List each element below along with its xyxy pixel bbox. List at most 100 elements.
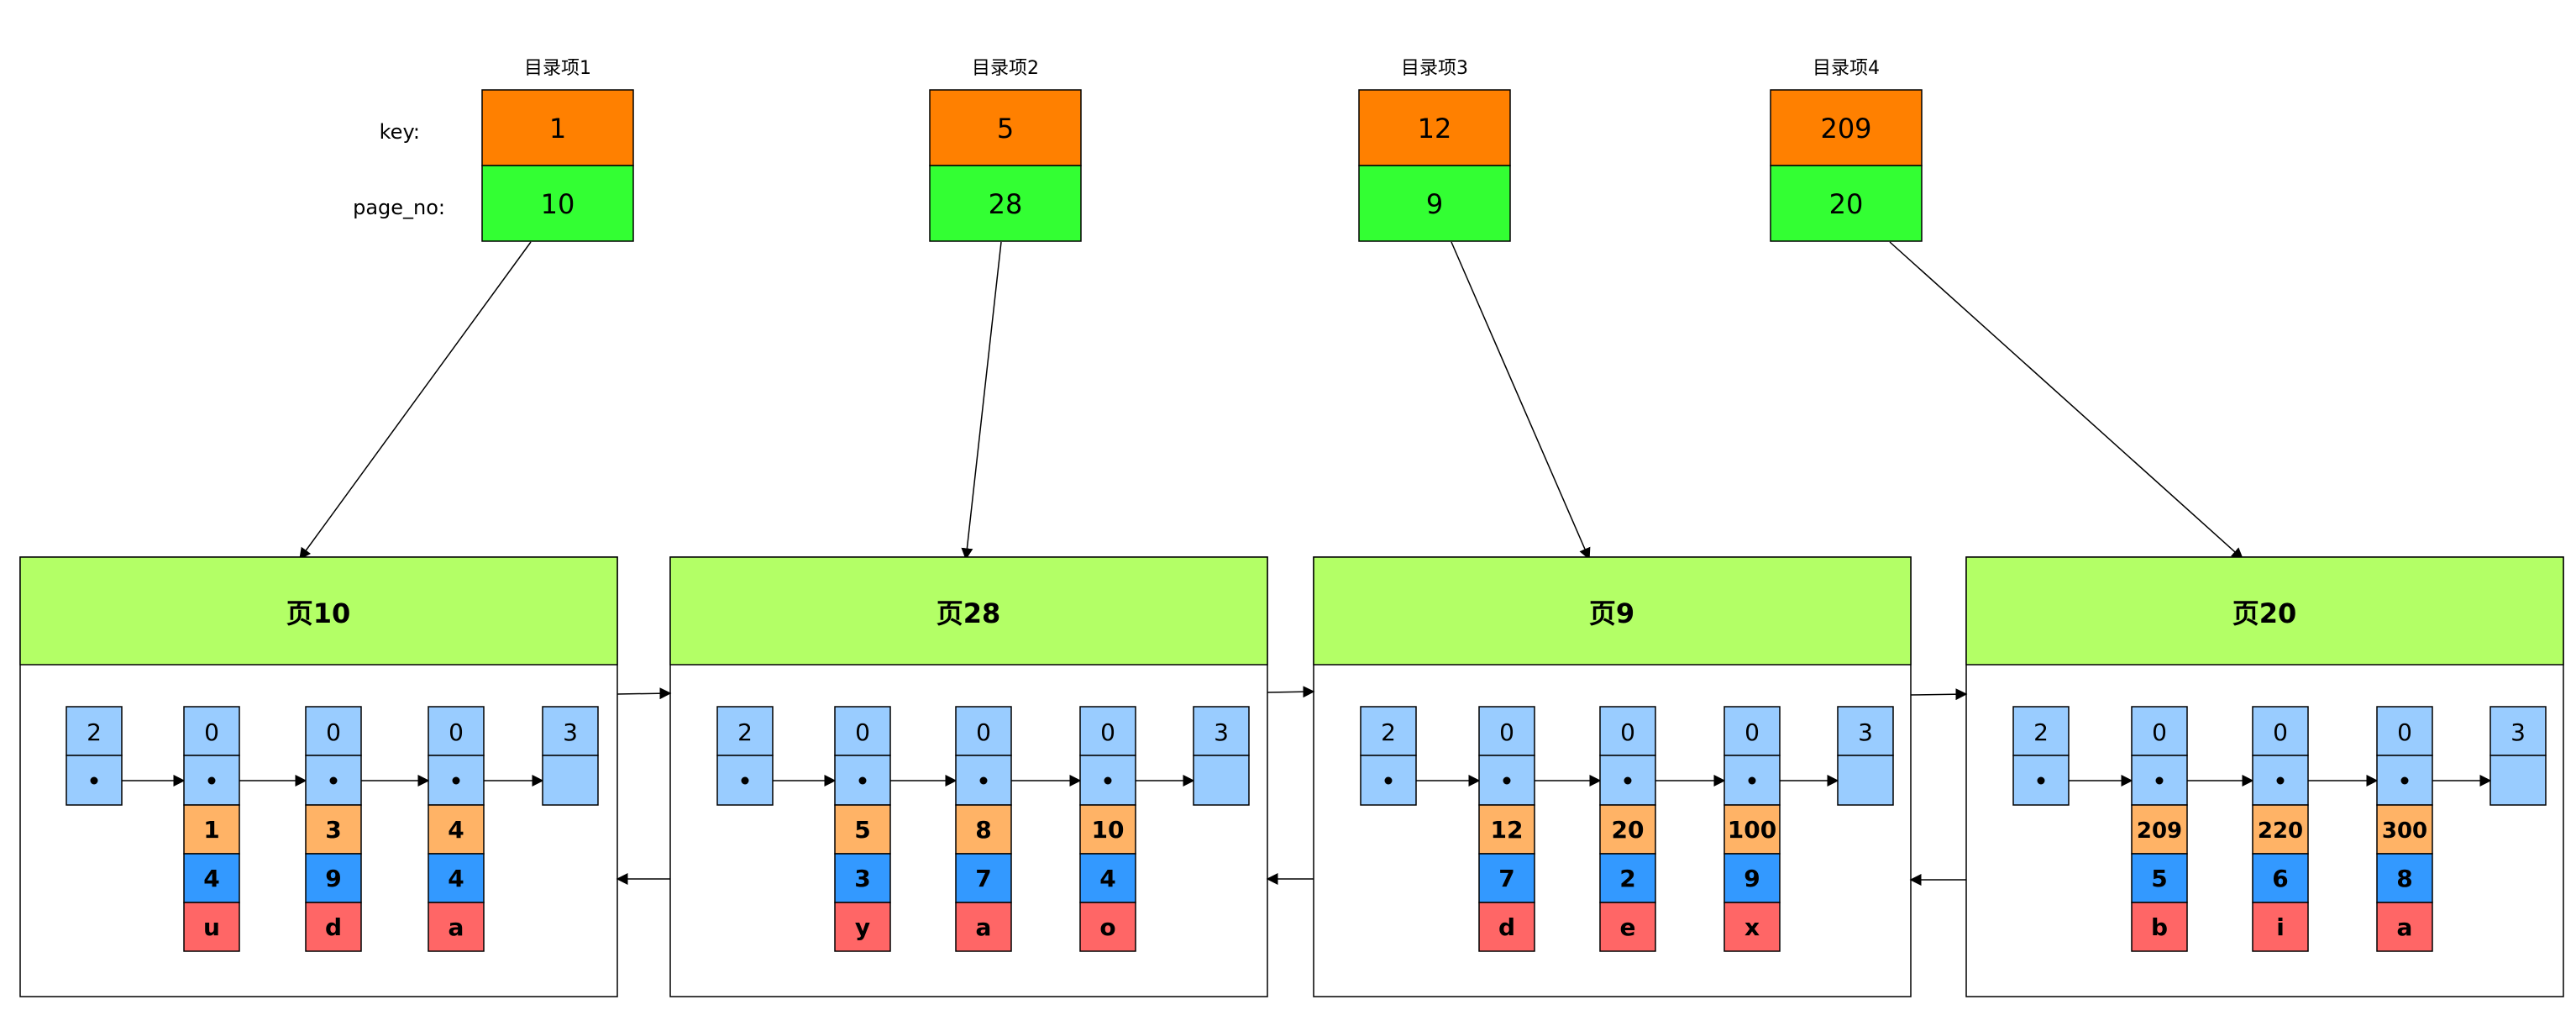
record-col2-value: 7 [975, 865, 991, 892]
record-col3-value: o [1099, 913, 1115, 941]
n-owned-cell [1079, 706, 1136, 756]
record-key-cell [1723, 804, 1781, 855]
n-owned-value: 0 [1620, 718, 1635, 746]
record-key-value: 100 [1728, 816, 1776, 844]
key-cell [481, 89, 634, 166]
n-owned-cell [1723, 706, 1781, 756]
record-col2-cell [428, 853, 485, 903]
record-col2-cell [1478, 853, 1535, 903]
supremum-bottom-cell [1837, 755, 1894, 806]
record-col3-cell [2252, 902, 2309, 952]
key-row-label: key: [380, 120, 420, 144]
record-key-value: 1 [203, 816, 219, 844]
n-owned-value: 0 [976, 718, 991, 746]
record-col3-value: u [203, 913, 220, 941]
n-owned-value: 0 [855, 718, 870, 746]
record-col2-cell [1723, 853, 1781, 903]
page-no-value: 9 [1426, 188, 1443, 220]
page-title: 页9 [1589, 597, 1634, 629]
pointer-arrow-entry3 [1451, 241, 1591, 560]
pointer-dot [2400, 776, 2409, 785]
page-title: 页20 [2232, 597, 2297, 629]
pointer-dot [207, 776, 216, 785]
pointer-dot [1624, 776, 1632, 785]
n-owned-cell [955, 706, 1012, 756]
infimum-value: 2 [2033, 718, 2049, 746]
n-owned-cell [305, 706, 362, 756]
page-no-cell [481, 165, 634, 242]
record-col2-value: 4 [1099, 865, 1115, 892]
pointer-dot [1503, 776, 1511, 785]
record-col2-value: 5 [2151, 865, 2167, 892]
record-col2-value: 7 [1498, 865, 1514, 892]
record-col3-value: a [449, 913, 464, 941]
infimum-top-cell [2012, 706, 2070, 756]
directory-entry-title: 目录项1 [524, 58, 591, 79]
n-owned-cell [2376, 706, 2433, 756]
record-col3-cell [428, 902, 485, 952]
pointer-dot [858, 776, 867, 785]
page-no-value: 28 [989, 188, 1023, 220]
n-owned-value: 0 [2152, 718, 2167, 746]
record-key-cell [1079, 804, 1136, 855]
infimum-value: 2 [737, 718, 753, 746]
supremum-value: 3 [2510, 718, 2526, 746]
record-col3-cell [1599, 902, 1656, 952]
record-col3-cell [1079, 902, 1136, 952]
record-key-cell [428, 804, 485, 855]
pointer-dot [1748, 776, 1756, 785]
directory-entry: 目录项3 12 9 [1358, 58, 1511, 242]
record-key-cell [2252, 804, 2309, 855]
n-owned-value: 0 [204, 718, 219, 746]
record-key-cell [2131, 804, 2188, 855]
record-col3-value: d [1498, 913, 1515, 941]
directory-entry: 目录项2 5 28 [929, 58, 1082, 242]
page-header [669, 556, 1268, 666]
pointer-dot [1384, 776, 1393, 785]
record-col3-cell [183, 902, 240, 952]
key-value: 12 [1418, 113, 1452, 145]
record-col2-value: 4 [203, 865, 219, 892]
record-key-value: 20 [1612, 816, 1645, 844]
record-col2-cell [2131, 853, 2188, 903]
key-value: 209 [1820, 113, 1871, 145]
n-owned-cell [2131, 706, 2188, 756]
directory-entry-title: 目录项4 [1813, 58, 1880, 79]
key-cell [929, 89, 1082, 166]
infimum-value: 2 [1381, 718, 1396, 746]
pointer-dot [90, 776, 98, 785]
infimum-top-cell [66, 706, 123, 756]
record-col2-cell [1079, 853, 1136, 903]
infimum-top-cell [1360, 706, 1417, 756]
directory-entry-title: 目录项3 [1401, 58, 1468, 79]
record-col3-value: a [2397, 913, 2413, 941]
record-key-cell [955, 804, 1012, 855]
record-col2-cell [183, 853, 240, 903]
record-col2-value: 8 [2396, 865, 2412, 892]
supremum-top-cell [2489, 706, 2547, 756]
n-owned-value: 0 [1499, 718, 1514, 746]
supremum-value: 3 [563, 718, 578, 746]
record-key-value: 5 [854, 816, 870, 844]
pointer-dot [979, 776, 988, 785]
page-header [1313, 556, 1912, 666]
n-owned-value: 0 [2397, 718, 2412, 746]
page-no-cell [1358, 165, 1511, 242]
supremum-value: 3 [1858, 718, 1873, 746]
record-key-value: 10 [1092, 816, 1125, 844]
supremum-bottom-cell [1193, 755, 1250, 806]
record-col3-cell [955, 902, 1012, 952]
record-key-value: 4 [448, 816, 464, 844]
record-col3-value: a [976, 913, 992, 941]
record-col2-cell [1599, 853, 1656, 903]
page-title: 页10 [286, 597, 351, 629]
record-col2-value: 2 [1619, 865, 1635, 892]
page-no-cell [929, 165, 1082, 242]
n-owned-cell [1478, 706, 1535, 756]
page-no-value: 20 [1829, 188, 1864, 220]
record-col2-cell [834, 853, 891, 903]
n-owned-cell [2252, 706, 2309, 756]
supremum-top-cell [1837, 706, 1894, 756]
pointer-arrow-entry4 [1889, 241, 2244, 560]
record-key-cell [183, 804, 240, 855]
